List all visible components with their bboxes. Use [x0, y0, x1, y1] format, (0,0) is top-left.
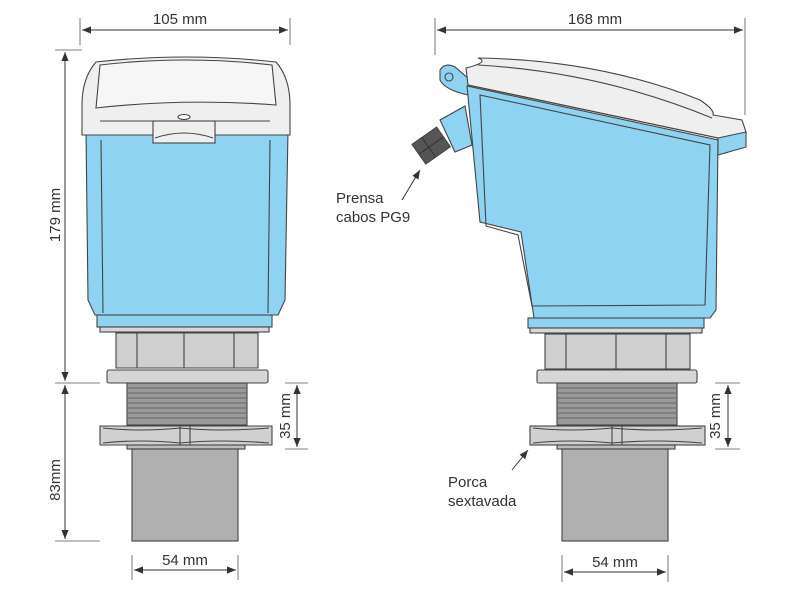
hex-nut-callout: Porca sextavada [448, 449, 529, 510]
side-thread-label: 35 mm [707, 393, 724, 439]
side-base-band [527, 317, 705, 329]
nut-label-line2: sextavada [448, 493, 517, 510]
front-hex-nut [99, 425, 273, 446]
front-upper-height-label: 179 mm [47, 188, 64, 242]
front-thread [126, 382, 248, 426]
nut-label-line1: Porca [448, 474, 488, 491]
front-tube-width-dimension: 54 mm [131, 552, 239, 580]
gland-label-line2: cabos PG9 [336, 209, 410, 226]
cable-gland-callout: Prensa cabos PG9 [336, 169, 421, 226]
side-sensor-tube [561, 448, 669, 542]
front-lower-height-label: 83mm [47, 459, 64, 501]
side-lid [465, 57, 747, 139]
front-tube-width-label: 54 mm [162, 552, 208, 569]
front-height-dimension: 179 mm 83mm [47, 49, 100, 542]
front-width-label: 105 mm [153, 11, 207, 28]
front-hex-collar [115, 332, 259, 369]
side-hex-collar [544, 333, 691, 370]
front-base-band [96, 314, 273, 328]
front-view: 105 mm 179 mm 83mm [47, 11, 308, 580]
side-view: 168 mm [336, 11, 747, 582]
side-thread-dimension: 35 mm [707, 382, 740, 450]
side-width-label: 168 mm [568, 11, 622, 28]
side-width-dimension: 168 mm [434, 11, 746, 115]
side-tube-width-label: 54 mm [592, 554, 638, 571]
front-thread-label: 35 mm [277, 393, 294, 439]
front-sensor-tube [131, 448, 239, 542]
side-tube-width-dimension: 54 mm [561, 554, 669, 582]
gland-label-line1: Prensa [336, 190, 384, 207]
cable-gland [411, 126, 452, 165]
front-thread-dimension: 35 mm [277, 382, 308, 450]
front-width-dimension: 105 mm [79, 11, 291, 45]
front-housing-body [85, 129, 289, 316]
side-thread [556, 382, 678, 426]
